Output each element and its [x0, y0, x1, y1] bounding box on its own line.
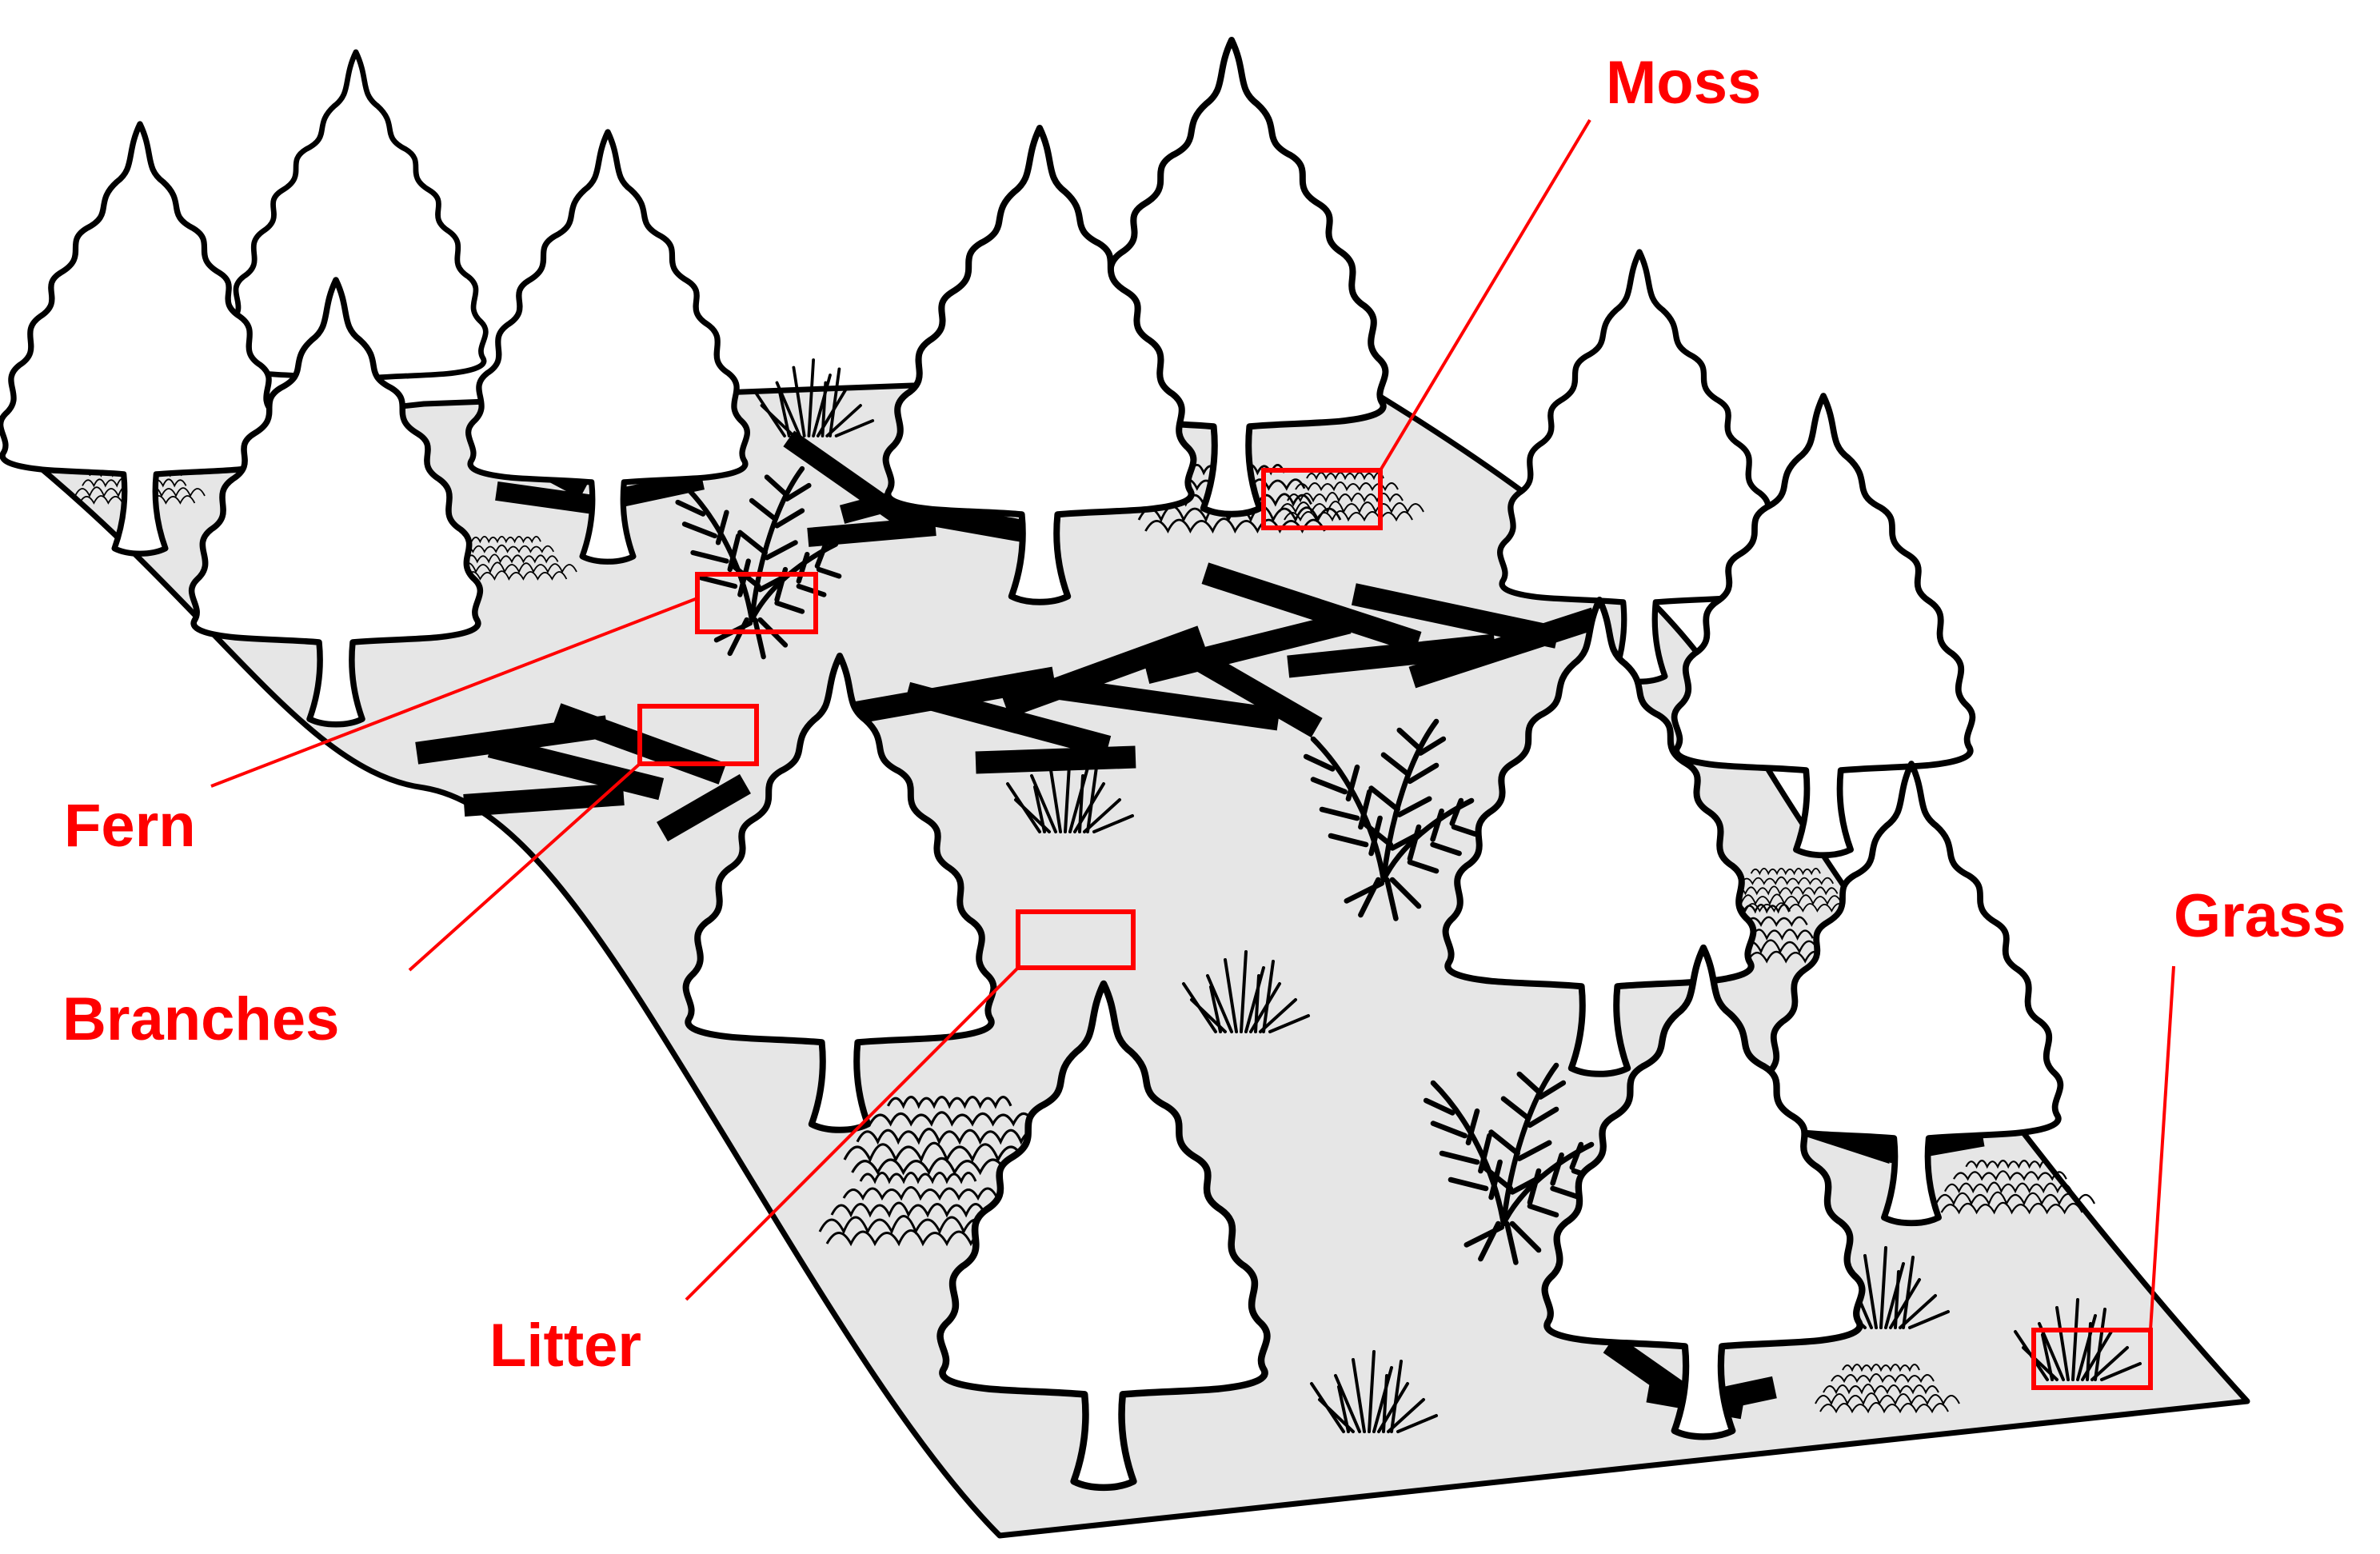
litter-label: Litter — [489, 1312, 641, 1380]
branches-label: Branches — [62, 985, 340, 1053]
fern-label: Fern — [64, 792, 196, 860]
fern-box — [695, 572, 818, 634]
moss-box — [1261, 468, 1383, 530]
grass-label: Grass — [2174, 882, 2346, 950]
grass-box — [2031, 1328, 2153, 1390]
branches-box — [637, 704, 759, 766]
litter-box — [1016, 909, 1136, 970]
litter-leader — [685, 966, 1020, 1301]
branches-leader — [408, 762, 641, 972]
annotation-boxes — [637, 468, 2153, 1390]
fern-leader — [210, 597, 698, 788]
moss-leader — [1379, 118, 1591, 472]
grass-leader — [2149, 965, 2175, 1331]
leader-lines — [210, 118, 2175, 1331]
moss-label: Moss — [1606, 49, 1762, 117]
